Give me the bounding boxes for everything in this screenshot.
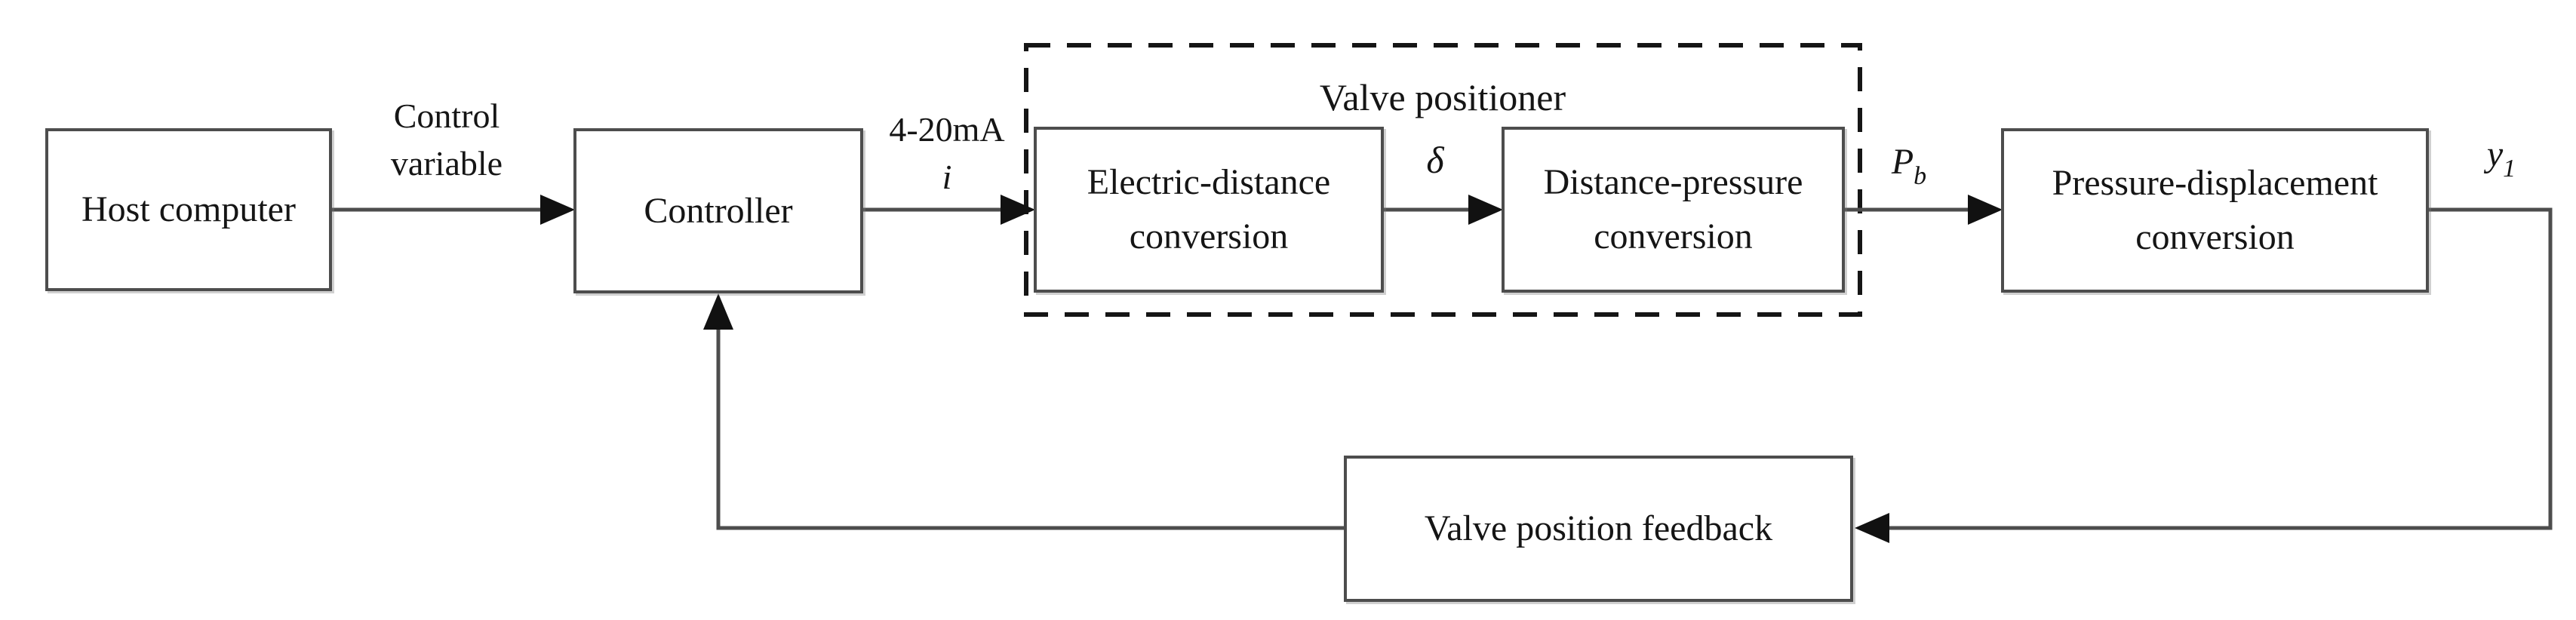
current-symbol-i: i xyxy=(942,158,952,197)
arrowhead-electric-to-distance xyxy=(1468,195,1503,225)
valve-positioner-dashed-border xyxy=(1024,43,1862,317)
block-valve-position-feedback: Valve position feedback xyxy=(1344,456,1853,602)
signal-label-pb: Pb xyxy=(1892,137,1926,195)
signal-label-current: 4-20mA i xyxy=(889,106,1004,201)
block-distance-pressure-label: Distance-pressure conversion xyxy=(1543,162,1803,256)
current-range-label: 4-20mA xyxy=(889,110,1005,149)
block-electric-distance-conversion: Electric-distance conversion xyxy=(1034,127,1384,293)
block-pressure-displacement-conversion: Pressure-displacement conversion xyxy=(2001,128,2429,293)
arrowhead-controller-to-electric xyxy=(1001,195,1035,225)
arrowhead-host-to-controller xyxy=(540,195,575,225)
block-distance-pressure-conversion: Distance-pressure conversion xyxy=(1502,127,1845,293)
block-valve-position-feedback-label: Valve position feedback xyxy=(1424,508,1773,548)
y1-base: y xyxy=(2486,134,2504,174)
feedback-line-feedback-block-to-controller xyxy=(716,328,1344,530)
signal-label-y1: y1 xyxy=(2487,130,2516,187)
block-host-computer: Host computer xyxy=(45,128,332,291)
block-host-computer-label: Host computer xyxy=(81,189,296,229)
arrowhead-distance-to-pressure xyxy=(1968,195,2003,225)
signal-label-delta: δ xyxy=(1426,139,1444,181)
signal-label-control-variable: Control variable xyxy=(391,92,503,188)
block-electric-distance-label: Electric-distance conversion xyxy=(1087,162,1331,256)
arrowhead-into-controller-bottom xyxy=(703,293,733,330)
block-controller-label: Controller xyxy=(644,190,793,231)
y1-subscript: 1 xyxy=(2503,155,2516,183)
control-variable-line1: Control xyxy=(393,97,500,135)
arrowhead-into-valve-feedback xyxy=(1855,513,1889,543)
block-pressure-displacement-label: Pressure-displacement conversion xyxy=(2052,163,2378,257)
pb-base: P xyxy=(1891,142,1914,182)
control-variable-line2: variable xyxy=(390,144,503,183)
pb-subscript: b xyxy=(1914,162,1927,190)
valve-positioner-group-title: Valve positioner xyxy=(1319,76,1566,118)
block-controller: Controller xyxy=(573,128,863,293)
feedback-line-output-to-feedback-block xyxy=(1888,207,2553,530)
